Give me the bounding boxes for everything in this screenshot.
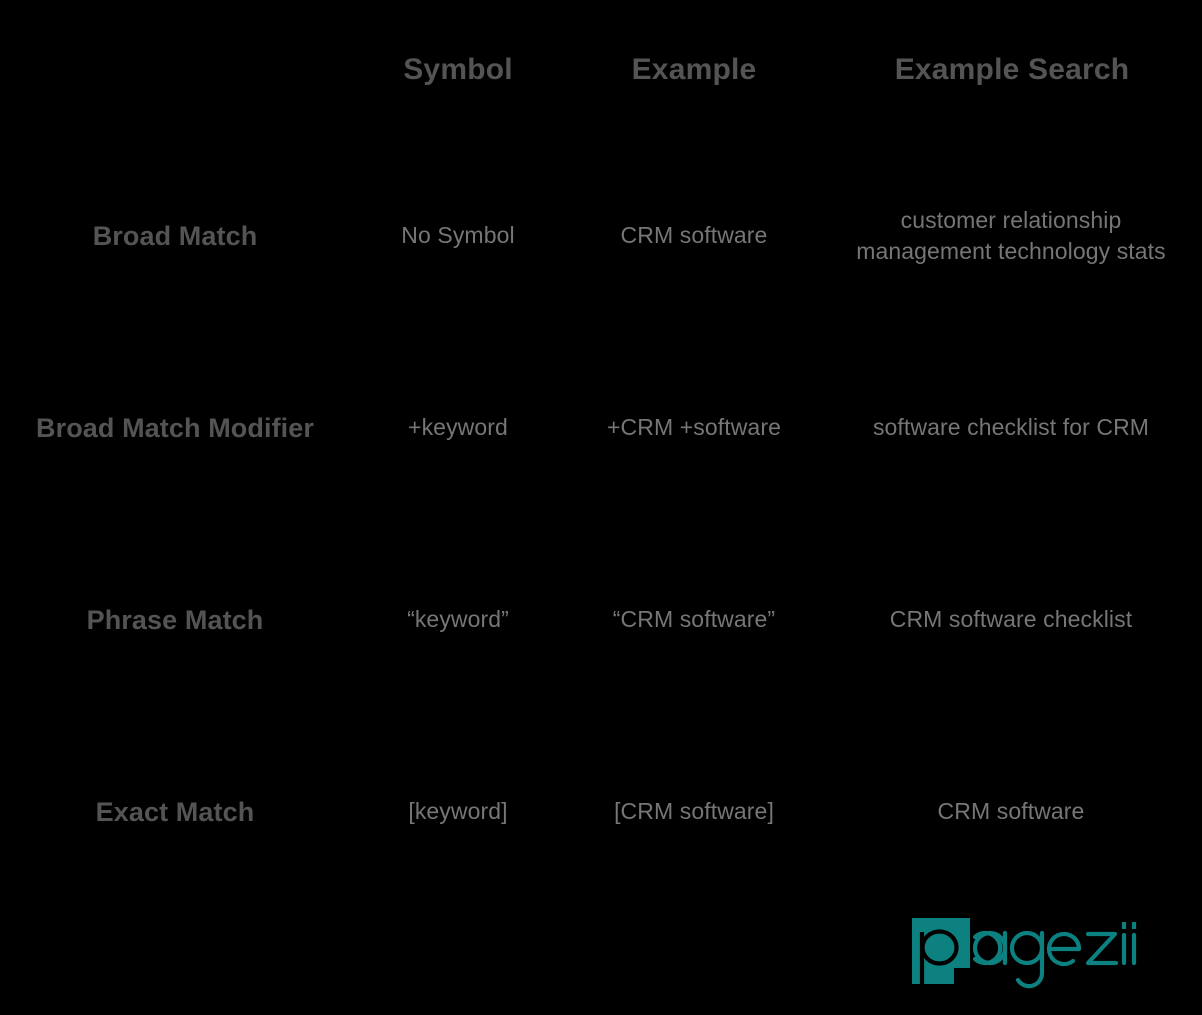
cell-example-phrase-match: “CRM software” (612, 606, 776, 633)
column-header-symbol: Symbol (403, 52, 513, 86)
pagezii-logo: pagezii (908, 916, 1138, 990)
column-header-label (0, 0, 350, 140)
cell-example-broad-match-modifier: +CRM +software (607, 414, 781, 441)
column-header-example: Example (631, 52, 757, 86)
table-row: Broad Match No Symbol CRM software custo… (0, 140, 1202, 332)
table-row: Broad Match Modifier +keyword +CRM +soft… (0, 332, 1202, 524)
table-row: Exact Match [keyword] [CRM software] CRM… (0, 716, 1202, 908)
cell-example-search-broad-match-modifier: software checklist for CRM (872, 414, 1150, 441)
logo-wordmark-text: pagezii (908, 990, 909, 991)
cell-symbol-exact-match: [keyword] (408, 798, 508, 825)
table-row: Phrase Match “keyword” “CRM software” CR… (0, 524, 1202, 716)
row-label-broad-match: Broad Match (92, 220, 258, 251)
table-header-row: Symbol Example Example Search (0, 0, 1202, 140)
row-label-broad-match-modifier: Broad Match Modifier (35, 412, 314, 443)
column-header-example-search: Example Search (894, 52, 1130, 86)
keyword-match-types-table: Symbol Example Example Search Broad Matc… (0, 0, 1202, 908)
cell-symbol-broad-match-modifier: +keyword (408, 414, 508, 441)
cell-example-search-exact-match: CRM software (937, 798, 1085, 825)
table-header: Symbol Example Example Search (0, 0, 1202, 140)
cell-example-broad-match: CRM software (620, 222, 768, 249)
table-body: Broad Match No Symbol CRM software custo… (0, 140, 1202, 908)
cell-example-search-phrase-match: CRM software checklist (889, 606, 1133, 633)
pagezii-logo-mark (912, 918, 1137, 989)
logo-letter-p (919, 929, 959, 984)
logo-letters-agezii (972, 930, 1137, 989)
cell-example-search-broad-match: customer relationship management technol… (856, 206, 1166, 264)
row-label-phrase-match: Phrase Match (86, 604, 264, 635)
cell-symbol-broad-match: No Symbol (401, 222, 515, 249)
cell-symbol-phrase-match: “keyword” (407, 606, 509, 633)
logo-i-dots (1121, 922, 1137, 929)
row-label-exact-match: Exact Match (95, 796, 255, 827)
cell-example-exact-match: [CRM software] (614, 798, 774, 825)
